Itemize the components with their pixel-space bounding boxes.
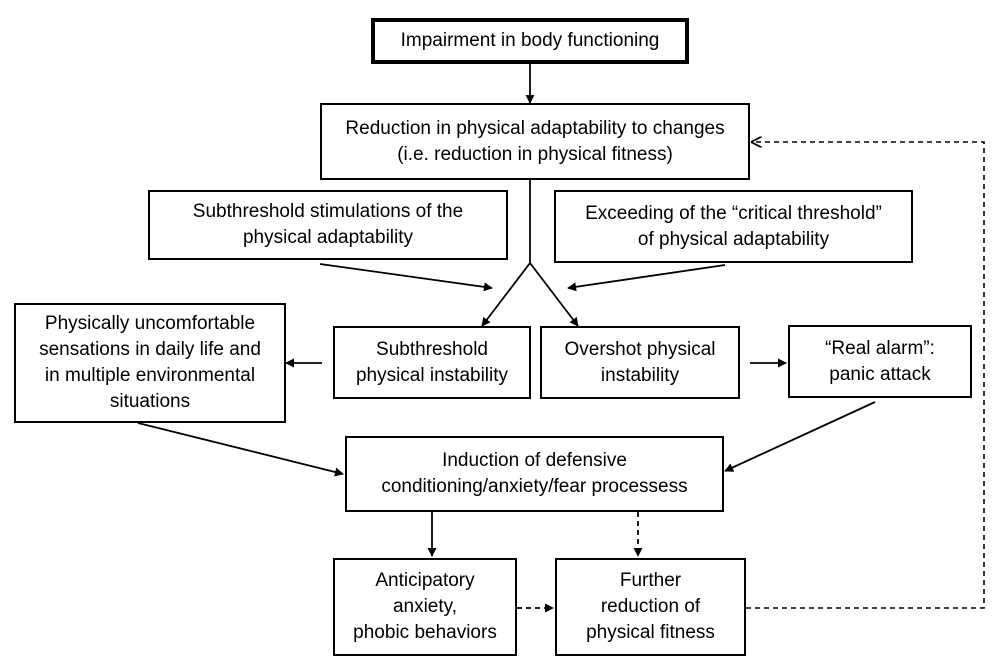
arrow-exceeding-to-split	[567, 264, 726, 292]
uncomfortable-sensations-box: Physically uncomfortable sensations in d…	[14, 303, 286, 423]
exceeding-threshold-text-1: Exceeding of the “critical threshold”	[585, 202, 882, 224]
exceeding-threshold-box: Exceeding of the “critical threshold” of…	[554, 190, 913, 263]
subthreshold-stimulations-text-1: Subthreshold stimulations of the	[192, 201, 464, 222]
overshot-instability-text-1: Overshot physical	[564, 338, 716, 360]
arrow-split-to-overshot	[529, 262, 579, 327]
exceeding-threshold-text-2: of physical adaptability	[637, 228, 830, 250]
further-reduction-box: Further reduction of physical fitness	[555, 558, 746, 656]
overshot-instability-text-2: instability	[600, 364, 680, 386]
subthreshold-stimulations-box: Subthreshold stimulations of the physica…	[148, 190, 508, 260]
anticipatory-anxiety-text-3: phobic behaviors	[353, 622, 497, 643]
anticipatory-anxiety-text-1: Anticipatory	[375, 570, 475, 591]
induction-box: Induction of defensive conditioning/anxi…	[345, 436, 724, 512]
induction-text-2: conditioning/anxiety/fear processess	[381, 476, 688, 497]
induction-text-1: Induction of defensive	[442, 450, 627, 471]
uncomfortable-sensations-text-3: in multiple environmental	[44, 365, 256, 386]
uncomfortable-sensations-text-1: Physically uncomfortable	[44, 313, 256, 334]
arrow-stimulations-to-split	[319, 263, 493, 292]
overshot-instability-box: Overshot physical instability	[540, 326, 740, 399]
reduction-text-1: Reduction in physical adaptability to ch…	[345, 117, 725, 139]
real-alarm-text-1: “Real alarm”:	[825, 337, 935, 359]
impairment-box: Impairment in body functioning	[371, 18, 689, 64]
subthreshold-instability-text-1: Subthreshold	[376, 338, 488, 360]
uncomfortable-sensations-text-4: situations	[109, 391, 191, 412]
further-reduction-text-3: physical fitness	[586, 622, 715, 643]
subthreshold-stimulations-text-2: physical adaptability	[242, 227, 414, 248]
anticipatory-anxiety-text-2: anxiety,	[392, 596, 458, 617]
arrow-uncomfortable-to-induction	[137, 422, 344, 477]
uncomfortable-sensations-text-2: sensations in daily life and	[39, 339, 261, 360]
anticipatory-anxiety-box: Anticipatory anxiety, phobic behaviors	[333, 558, 517, 656]
further-reduction-text-1: Further	[619, 570, 682, 591]
subthreshold-instability-box: Subthreshold physical instability	[333, 326, 531, 399]
arrow-alarm-to-induction	[724, 401, 876, 472]
subthreshold-instability-text-2: physical instability	[355, 364, 509, 386]
real-alarm-text-2: panic attack	[829, 363, 931, 385]
arrow-split-to-subthreshold-instability	[481, 262, 531, 327]
reduction-text-2: (i.e. reduction in physical fitness)	[397, 143, 673, 165]
impairment-text-1: Impairment in body functioning	[400, 30, 660, 51]
real-alarm-box: “Real alarm”: panic attack	[788, 325, 972, 398]
arrow-feedback-loop	[746, 142, 985, 609]
further-reduction-text-2: reduction of	[600, 596, 701, 617]
reduction-box: Reduction in physical adaptability to ch…	[320, 103, 750, 180]
